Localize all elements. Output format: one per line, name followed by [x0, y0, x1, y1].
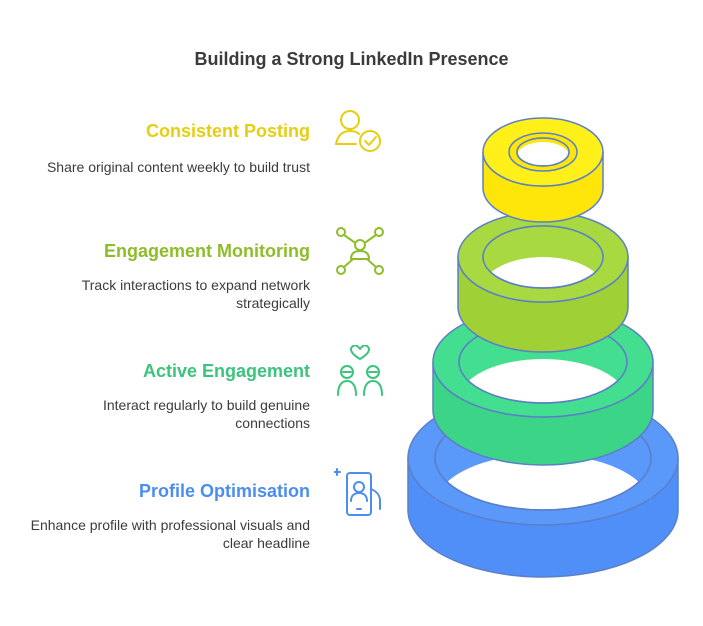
ring-consistent-posting: [482, 117, 604, 223]
ring-engagement-monitoring: [457, 211, 629, 353]
phone-profile-icon: [334, 468, 381, 516]
step-description-active-engagement: Interact regularly to build genuine conn…: [102, 397, 310, 431]
person-check-icon: [335, 110, 381, 152]
page-title: Building a Strong LinkedIn Presence: [194, 49, 509, 69]
step-description-consistent-posting: Share original content weekly to build t…: [46, 159, 310, 175]
step-heading-consistent-posting: Consistent Posting: [145, 121, 310, 141]
step-heading-profile-optimisation: Profile Optimisation: [138, 481, 310, 501]
network-icon: [336, 227, 384, 275]
step-description-engagement-monitoring: Track interactions to expand network str…: [81, 277, 310, 311]
ring-stack-diagram: [407, 117, 679, 578]
people-heart-icon: [337, 345, 383, 396]
step-description-profile-optimisation: Enhance profile with professional visual…: [30, 517, 310, 551]
step-heading-engagement-monitoring: Engagement Monitoring: [104, 241, 310, 261]
step-heading-active-engagement: Active Engagement: [142, 361, 310, 381]
